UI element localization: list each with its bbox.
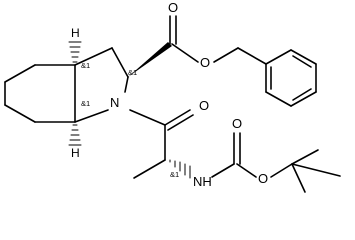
atom-O-amide: O bbox=[199, 98, 209, 113]
hashed-bond-top bbox=[68, 41, 82, 63]
cyclopentane-ring bbox=[4, 64, 76, 123]
stereo-label-alpha: &1 bbox=[170, 170, 179, 179]
structure-canvas: O O N O NH O O H H &1 &1 &1 &1 bbox=[4, 0, 341, 193]
pyrrolidine-ring bbox=[74, 47, 129, 123]
molecule-drawing: O O N O NH O O H H &1 &1 &1 &1 bbox=[4, 0, 341, 193]
stereo-label-c3a: &1 bbox=[81, 61, 90, 70]
atom-O-carbonyl-ester: O bbox=[168, 0, 178, 15]
stereo-label-c6a: &1 bbox=[81, 99, 90, 108]
carbamate-group bbox=[211, 132, 293, 178]
atom-O-carbamate-ester: O bbox=[258, 171, 268, 186]
atom-H-top: H bbox=[71, 26, 80, 40]
amide-group bbox=[129, 109, 194, 179]
ester-group bbox=[128, 15, 267, 77]
atom-N-ring: N bbox=[110, 95, 119, 110]
atom-NH-carbamate: NH bbox=[193, 174, 212, 189]
tert-butyl-group bbox=[291, 149, 341, 193]
hashed-bond-bottom bbox=[68, 124, 82, 146]
atom-O-carbamate-carbonyl: O bbox=[232, 116, 242, 131]
benzene-ring bbox=[265, 49, 317, 107]
atom-H-bottom: H bbox=[71, 146, 80, 160]
hashed-bond-alpha bbox=[169, 159, 191, 179]
wedge-bond-c2 bbox=[128, 42, 172, 77]
atom-O-ester: O bbox=[200, 55, 210, 70]
stereo-label-c2: &1 bbox=[128, 68, 137, 77]
